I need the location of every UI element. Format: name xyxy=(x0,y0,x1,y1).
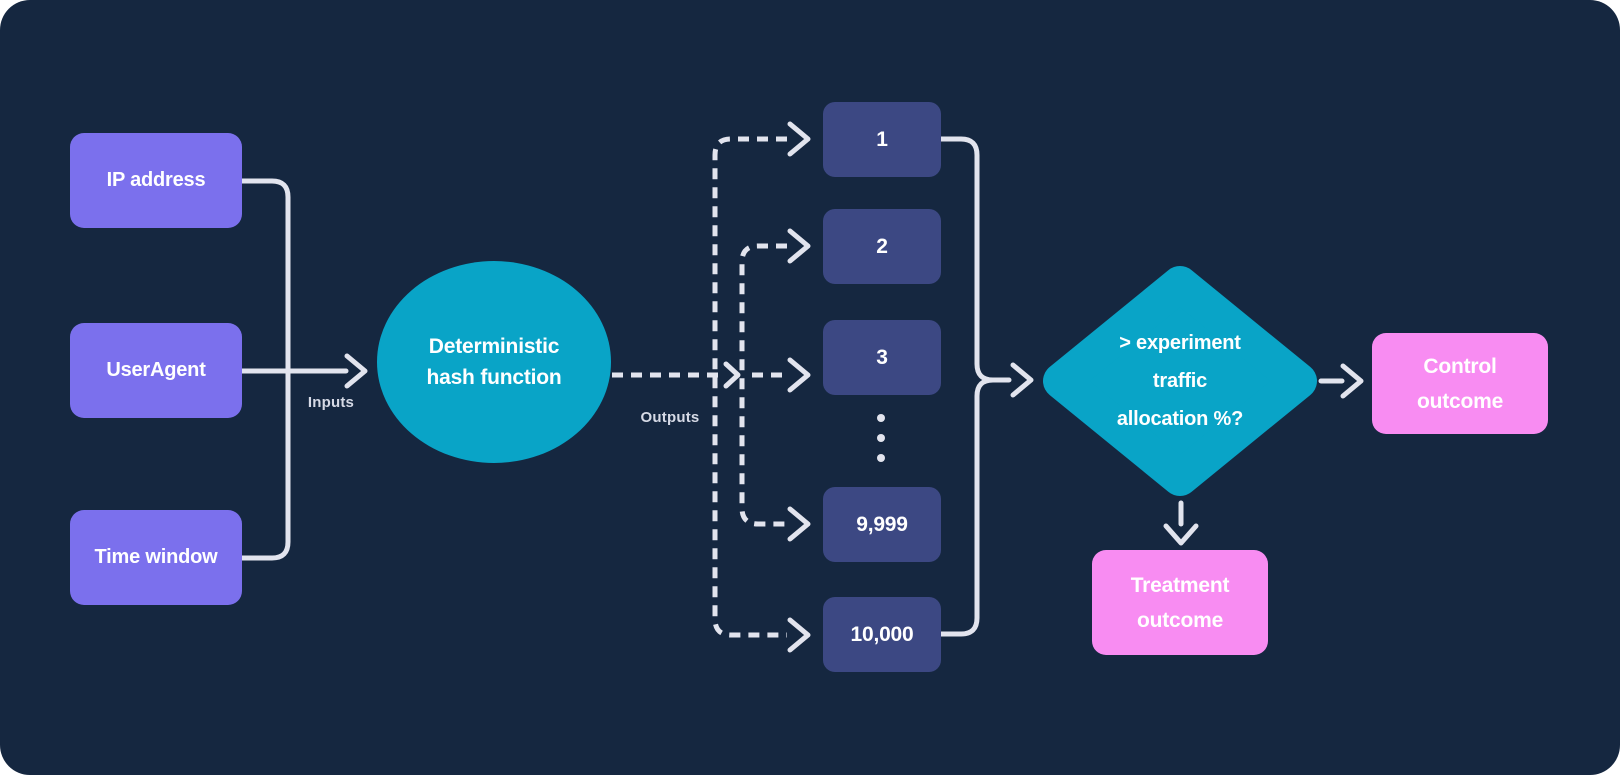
input-node-ip-address: IP address xyxy=(70,133,242,228)
decision-diamond-shape xyxy=(1043,266,1317,496)
input-node-label: IP address xyxy=(106,169,206,191)
outputs-dashed-branch-outer xyxy=(712,136,787,638)
decision-label-line2: traffic xyxy=(1152,370,1208,392)
input-node-useragent: UserAgent xyxy=(70,323,242,418)
ellipsis-dot xyxy=(877,434,885,442)
arrowhead-bucket-9999-icon xyxy=(787,506,811,542)
hash-function-label-line1: Deterministic xyxy=(428,335,560,358)
collector-bracket-bottom xyxy=(938,377,996,637)
arrowhead-into-distributor-icon xyxy=(723,361,741,389)
bucket-label: 10,000 xyxy=(850,622,914,646)
decision-node-text: > experiment traffic allocation %? xyxy=(1070,319,1290,443)
bucket-node-2: 2 xyxy=(823,209,941,284)
treatment-outcome-line2: outcome xyxy=(1136,608,1224,632)
outputs-dashed-branch-inner xyxy=(739,243,787,527)
arrowhead-into-hash-icon xyxy=(344,353,368,389)
arrowhead-bucket-3-icon xyxy=(787,357,811,393)
bucket-node-3: 3 xyxy=(823,320,941,395)
ellipsis-dot xyxy=(877,454,885,462)
hash-function-label-line2: hash function xyxy=(426,366,562,389)
control-outcome-line1: Control xyxy=(1423,354,1497,378)
treatment-outcome-line1: Treatment xyxy=(1130,573,1230,597)
arrowhead-into-control-icon xyxy=(1340,363,1364,399)
outputs-label: Outputs xyxy=(640,409,700,426)
treatment-outcome-node: Treatment outcome xyxy=(1092,550,1268,655)
bucket-label: 9,999 xyxy=(856,512,908,536)
ellipsis-dot xyxy=(877,414,885,422)
arrowhead-bucket-10000-icon xyxy=(787,617,811,653)
input-node-time-window: Time window xyxy=(70,510,242,605)
bucket-node-10000: 10,000 xyxy=(823,597,941,672)
control-outcome-line2: outcome xyxy=(1416,389,1504,413)
bucket-node-9999: 9,999 xyxy=(823,487,941,562)
hash-function-node: Deterministic hash function xyxy=(377,261,611,463)
arrowhead-bucket-1-icon xyxy=(787,121,811,157)
collector-bracket-top xyxy=(938,136,1012,383)
decision-label-line1: > experiment xyxy=(1119,332,1241,354)
control-outcome-node: Control outcome xyxy=(1372,333,1548,434)
bucket-ellipsis-dots xyxy=(877,414,885,462)
arrowhead-bucket-2-icon xyxy=(787,228,811,264)
inputs-label: Inputs xyxy=(307,394,355,411)
decision-label-line3: allocation %? xyxy=(1116,408,1244,430)
bucket-label: 3 xyxy=(876,345,888,369)
arrowhead-into-decision-icon xyxy=(1010,362,1034,398)
bucket-label: 1 xyxy=(876,127,888,151)
input-node-label: UserAgent xyxy=(106,359,206,381)
bucket-label: 2 xyxy=(876,234,888,258)
arrowhead-into-treatment-icon xyxy=(1163,523,1199,546)
input-node-label: Time window xyxy=(94,546,218,568)
bucket-node-1: 1 xyxy=(823,102,941,177)
